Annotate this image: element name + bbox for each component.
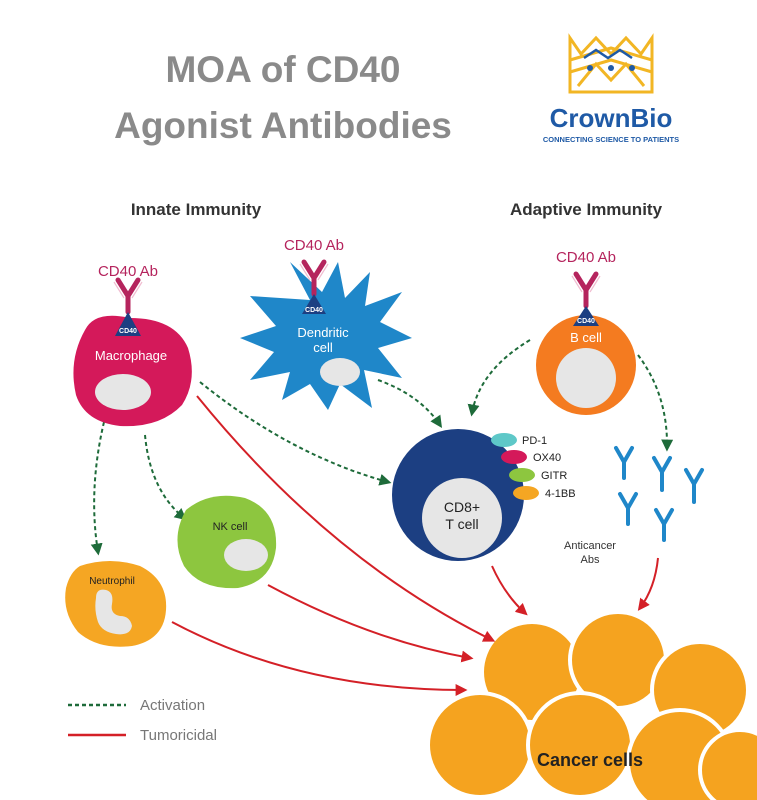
logo-name: CrownBio <box>550 103 673 133</box>
arrow-macrophage-to-tcell <box>199 381 392 486</box>
legend-tumoricidal-label: Tumoricidal <box>140 727 217 744</box>
crownbio-logo: CrownBio CONNECTING SCIENCE TO PATIENTS <box>543 33 679 144</box>
arrow-tcell-to-cancer <box>491 565 528 616</box>
tcell-label-line-1: CD8+ <box>444 499 480 515</box>
dendritic-antibody <box>299 259 329 314</box>
anticancer-label-line-1: Anticancer <box>564 540 616 552</box>
4-1bb-receptor <box>513 486 539 500</box>
title-line-1: MOA of CD40 <box>165 49 400 90</box>
4-1bb-label: 4-1BB <box>545 488 576 500</box>
arrow-antibodies-to-cancer <box>637 557 659 611</box>
ox40-receptor <box>501 450 527 464</box>
arrow-macrophage-to-cancer <box>196 395 496 642</box>
arrow-dendritic-to-tcell <box>377 379 442 428</box>
anticancer-antibodies <box>614 446 704 542</box>
cancer-cells-label: Cancer cells <box>537 750 643 770</box>
bcell-label: B cell <box>570 330 602 345</box>
arrow-nk-to-cancer <box>267 584 474 663</box>
macrophage-antibody <box>113 277 143 336</box>
gitr-receptor <box>509 468 535 482</box>
macrophage-ab-label: CD40 Ab <box>98 263 158 280</box>
innate-immunity-heading: Innate Immunity <box>131 200 262 219</box>
legend-activation-label: Activation <box>140 697 205 714</box>
pd1-receptor <box>491 433 517 447</box>
dendritic-receptor-label: CD40 <box>305 307 323 314</box>
tumoricidal-arrows <box>171 395 659 696</box>
title-line-2: Agonist Antibodies <box>114 105 452 146</box>
adaptive-immunity-heading: Adaptive Immunity <box>510 200 663 219</box>
b-cell <box>536 315 636 415</box>
macrophage-cell <box>73 315 192 427</box>
cancer-cells <box>426 610 757 800</box>
dendritic-cell <box>240 262 412 410</box>
bcell-antibody <box>571 271 601 326</box>
dendritic-ab-label: CD40 Ab <box>284 237 344 254</box>
bcell-ab-label: CD40 Ab <box>556 249 616 266</box>
crown-icon <box>568 33 654 94</box>
neutrophil-cell <box>65 561 167 647</box>
bcell-receptor-label: CD40 <box>577 318 595 325</box>
arrow-macrophage-to-neutrophil <box>90 421 105 556</box>
dendritic-label-line-1: Dendritic <box>297 325 349 340</box>
neutrophil-label: Neutrophil <box>89 576 135 587</box>
arrow-macrophage-to-nk <box>144 434 187 521</box>
ox40-label: OX40 <box>533 452 561 464</box>
activation-arrows <box>90 339 674 556</box>
gitr-label: GITR <box>541 470 567 482</box>
arrow-neutrophil-to-cancer <box>171 621 468 696</box>
anticancer-label-line-2: Abs <box>581 554 600 566</box>
arrow-bcell-to-antibodies <box>637 354 674 452</box>
pd1-label: PD-1 <box>522 435 547 447</box>
tcell-label-line-2: T cell <box>445 516 478 532</box>
nk-label: NK cell <box>213 521 248 533</box>
macrophage-label: Macrophage <box>95 348 167 363</box>
arrow-bcell-to-tcell <box>467 339 531 417</box>
macrophage-receptor-label: CD40 <box>119 328 137 335</box>
dendritic-label-line-2: cell <box>313 340 333 355</box>
cd8-t-cell <box>392 429 524 561</box>
nk-cell <box>177 495 277 589</box>
checkpoint-receptors <box>491 433 539 500</box>
legend: Activation Tumoricidal <box>68 697 217 744</box>
logo-tagline: CONNECTING SCIENCE TO PATIENTS <box>543 135 679 144</box>
